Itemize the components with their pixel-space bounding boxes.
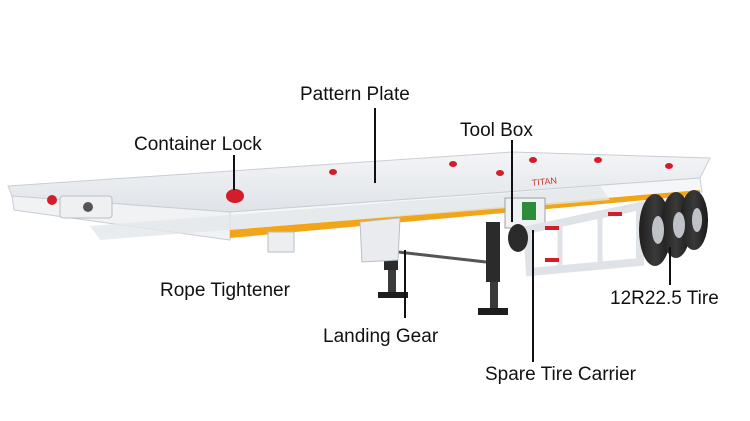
tool-box-label: Tool Box — [460, 120, 533, 141]
rope-tightener-bracket — [267, 231, 295, 253]
tires — [508, 190, 708, 266]
rope-tightener-label: Rope Tightener — [160, 280, 290, 301]
reflector-icon — [47, 195, 57, 205]
pattern-plate-label: Pattern Plate — [300, 84, 410, 105]
container-lock-icon — [226, 189, 244, 203]
container-lock-label: Container Lock — [134, 134, 262, 155]
leader-lines — [233, 108, 671, 362]
container-locks — [226, 157, 673, 203]
front-bumper — [47, 195, 113, 219]
brand-mark: TITAN — [531, 175, 557, 188]
tire-label: 12R22.5 Tire — [610, 288, 719, 309]
spare-tire-carrier — [522, 201, 644, 277]
landing-gear-label: Landing Gear — [323, 326, 439, 347]
spare-tire-carrier-label: Spare Tire Carrier — [485, 364, 636, 385]
chassis — [90, 186, 610, 253]
landing-gear — [359, 217, 508, 315]
